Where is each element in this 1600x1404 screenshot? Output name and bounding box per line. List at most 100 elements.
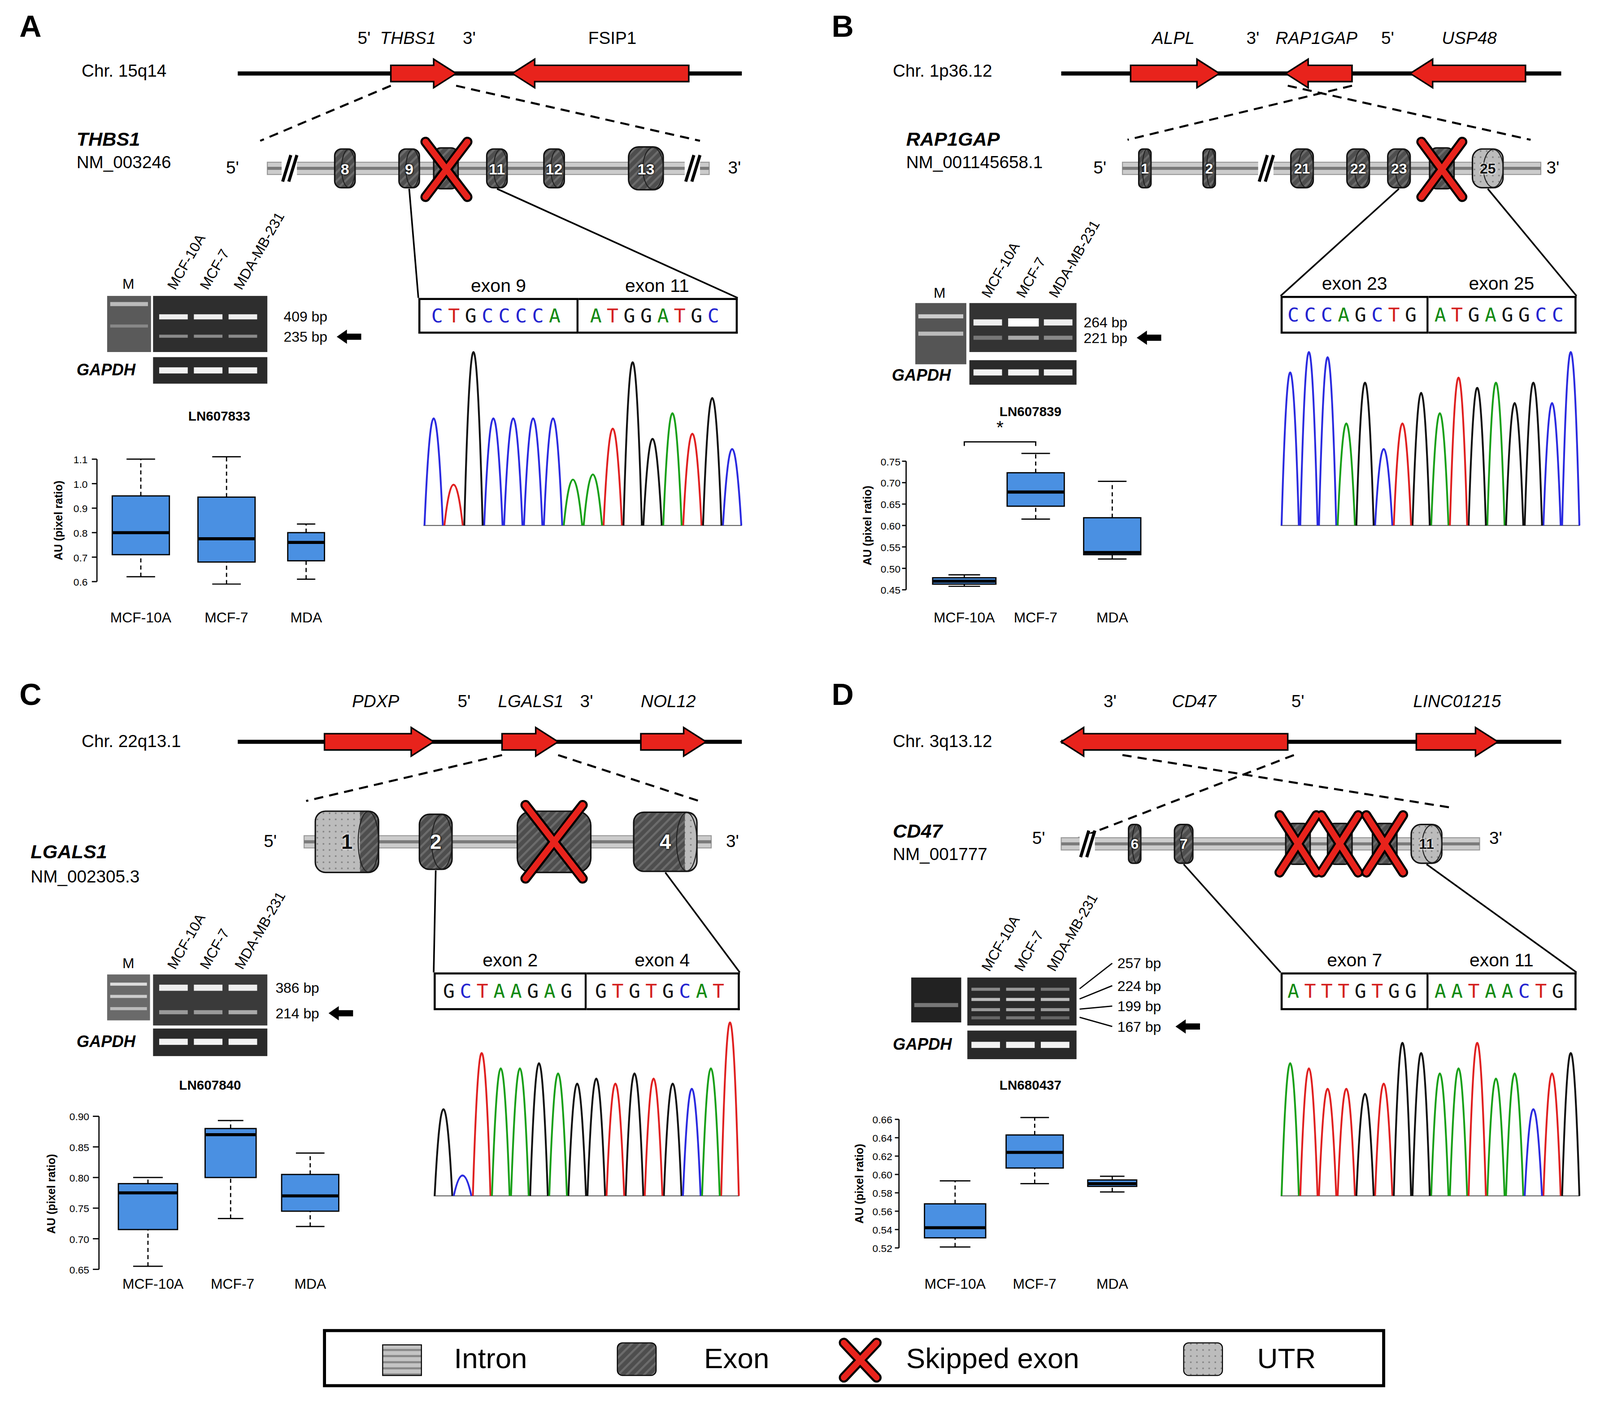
skip-cross <box>425 141 468 197</box>
gel-image <box>1040 1008 1070 1012</box>
sequence-base: G <box>1468 303 1485 326</box>
exon-cylinder <box>676 812 698 871</box>
sequence-base: G <box>465 304 482 327</box>
axis-tick-label: 0.45 <box>880 584 901 596</box>
sequence-base: G <box>1552 979 1569 1002</box>
sequence-base: C <box>459 979 477 1002</box>
exon-box: 4 <box>632 811 699 873</box>
whisker-cap <box>126 458 156 461</box>
whisker-cap <box>1021 452 1051 455</box>
skip-cross <box>1279 815 1317 873</box>
whisker-cap <box>1021 518 1051 520</box>
axis-title: AU (pixel ratio) <box>44 1153 58 1234</box>
sequence-base: A <box>1434 303 1452 326</box>
intron-bar <box>267 162 1541 851</box>
plot-axis <box>902 546 907 548</box>
gel-image <box>193 334 223 338</box>
gene-arrow <box>512 59 689 88</box>
exon-box: 7 <box>1173 823 1195 865</box>
gene-arrow <box>640 727 707 757</box>
exon-box: 6 <box>1127 823 1142 865</box>
exon-cylinder <box>1472 148 1504 188</box>
whisker <box>147 1229 149 1267</box>
accession-label: LN607839 <box>999 404 1062 420</box>
panel-letter: C <box>19 677 42 711</box>
exon-heading: exon 2 <box>482 951 538 972</box>
skip-cross <box>525 804 583 879</box>
gene-name: PDXP <box>352 692 400 712</box>
whisker-cap <box>296 578 316 580</box>
chromatogram <box>1337 382 1505 526</box>
sequence-base: A <box>1337 303 1355 326</box>
skip-cross <box>1279 815 1317 873</box>
gel-image <box>159 984 188 992</box>
axis-title: AU (pixel ratio) <box>52 480 65 561</box>
chromatogram <box>433 1022 740 1196</box>
skip-cross <box>425 141 1463 1378</box>
skip-cross <box>843 1343 877 1378</box>
whisker-cap <box>1020 1117 1050 1119</box>
gel-image <box>228 334 258 338</box>
whisker-cap <box>1020 1182 1050 1185</box>
sequence-base: G <box>623 304 641 327</box>
plot-axis <box>902 589 907 591</box>
whisker <box>305 524 307 533</box>
sequence-base: T <box>1468 979 1485 1002</box>
axis-tick-label: 0.6 <box>73 576 88 588</box>
axis-category-label: MDA <box>1096 609 1129 626</box>
axis-category-label: MCF-10A <box>933 609 995 626</box>
axis-tick-label: 0.90 <box>69 1110 90 1122</box>
exon-cylinder <box>1174 824 1193 864</box>
chromatogram <box>472 1022 739 1196</box>
axis-tick-label: 0.52 <box>872 1242 893 1254</box>
sequence-base: A <box>656 304 674 327</box>
exon-cylinder <box>1203 148 1216 188</box>
sequence-text: CCCAGCTG <box>1287 297 1422 332</box>
legend-frame <box>617 1343 657 1376</box>
skip-cross <box>1321 815 1359 873</box>
skip-cross <box>525 804 583 879</box>
strand-end-label: 3' <box>580 692 594 712</box>
median-line <box>1087 1182 1137 1186</box>
strand-end-label: 3' <box>1103 692 1117 712</box>
gel-image <box>969 303 1077 353</box>
gel-label: M <box>122 276 135 292</box>
box-body <box>204 1128 257 1178</box>
sequence-base: A <box>1484 303 1502 326</box>
skip-cross <box>1421 141 1463 197</box>
exon-heading: exon 23 <box>1321 274 1388 296</box>
median-line <box>287 540 325 544</box>
whisker-cap <box>948 585 981 587</box>
strand-end-label: 3' <box>1246 29 1260 49</box>
median-line <box>118 1191 178 1195</box>
median-line <box>112 491 1141 1228</box>
exon-box: 13 <box>627 145 665 191</box>
skip-cross <box>1366 815 1404 873</box>
gel-label: 199 bp <box>1117 998 1161 1015</box>
gel-image <box>152 974 268 1026</box>
gel-label: MCF-7 <box>1011 927 1048 974</box>
gel-image <box>159 334 188 338</box>
gel-image <box>110 995 148 999</box>
sequence-text: CTGCCCCA <box>431 300 566 332</box>
control-gene-label: GAPDH <box>76 361 136 380</box>
skip-cross <box>525 804 583 879</box>
exon-number: 22 <box>1350 161 1366 176</box>
legend-frame <box>324 1330 1384 1386</box>
chromatogram <box>1281 352 1580 526</box>
gene-arrow <box>1410 59 1526 88</box>
gel-image <box>159 1010 188 1015</box>
axis-tick-label: 0.75 <box>69 1202 90 1214</box>
legend-text: Skipped exon <box>906 1343 1080 1375</box>
sequence-base: A <box>590 304 607 327</box>
panel-letter: B <box>831 8 854 43</box>
gene-title: CD47 <box>892 821 943 843</box>
gel-image <box>971 997 1000 1001</box>
size-arrow <box>328 1006 354 1021</box>
gel-label: MDA-MB-231 <box>1044 890 1102 974</box>
whisker <box>1111 1186 1114 1192</box>
gel-label: 386 bp <box>275 980 319 996</box>
sequence-box: exon 11ATGGATGC <box>578 297 738 334</box>
sequence-box: exon 23CCCAGCTG <box>1280 295 1429 334</box>
axis-tick-label: 0.50 <box>880 562 901 574</box>
